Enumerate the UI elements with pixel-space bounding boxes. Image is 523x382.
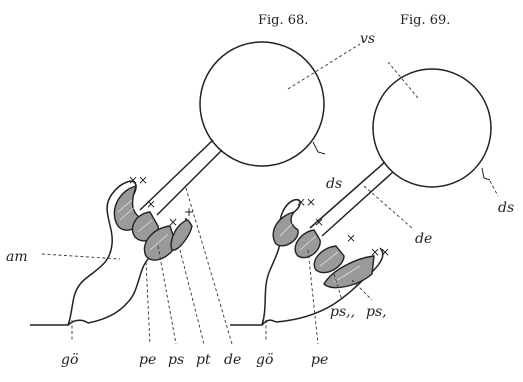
fig69-vesicle [373, 69, 491, 187]
fig68-mark-cross-b: × [168, 215, 178, 229]
fig69-label-pe: pe [311, 352, 328, 368]
fig69-mark-double-cross: ×× [296, 195, 316, 209]
fig68-label-ds: ds [326, 176, 342, 192]
fig68-mark-cross: × [146, 197, 156, 211]
fig68-leader-pe [146, 262, 150, 344]
fig69-leader-vs [388, 62, 418, 98]
fig68-label-pe: pe [139, 352, 156, 368]
fig68-leader-ps [158, 246, 176, 344]
figure-68-title: Fig. 68. [258, 13, 308, 28]
fig68-ds-stub [313, 142, 325, 154]
fig69-mark-double-cross-b: ×× [370, 245, 390, 259]
fig68-label-de: de [224, 352, 241, 368]
fig68-leader-pt [180, 250, 204, 344]
fig69-label-ps1: ps, [366, 304, 387, 320]
fig69-base-curve [262, 320, 276, 325]
fig69-label-ds: ds [498, 200, 514, 216]
figure-69-title: Fig. 69. [400, 13, 450, 28]
fig68-leader-de [186, 188, 232, 344]
fig69-leader-ds [490, 181, 498, 196]
fig69-ds-stub [482, 168, 490, 180]
fig69-label-vs: vs [360, 31, 375, 47]
fig68-label-pt: pt [196, 352, 211, 368]
fig68-label-ps: ps [168, 352, 184, 368]
fig69-mark-cross: × [314, 215, 324, 229]
fig69-label-go: gö [256, 352, 273, 368]
fig68-label-go: gö [61, 352, 78, 368]
fig68-label-am: am [6, 249, 28, 265]
fig69-lobe-outer [273, 212, 298, 246]
fig68-base-curve [68, 320, 88, 325]
fig69-label-de: de [415, 231, 432, 247]
fig69-label-ps2: ps,, [330, 304, 355, 320]
fig68-mark-double-cross: ×× [128, 173, 148, 187]
fig68-mark-tick: + [184, 205, 194, 219]
fig68-vesicle [200, 42, 324, 166]
fig69-mark-cross-b: × [346, 231, 356, 245]
figure-69: Fig. 69. ×× × × ×× vs ds de [230, 13, 514, 368]
fig68-leader-vs [288, 44, 360, 89]
figure-68: Fig. 68. ×× × × + am ds gö [6, 13, 360, 368]
